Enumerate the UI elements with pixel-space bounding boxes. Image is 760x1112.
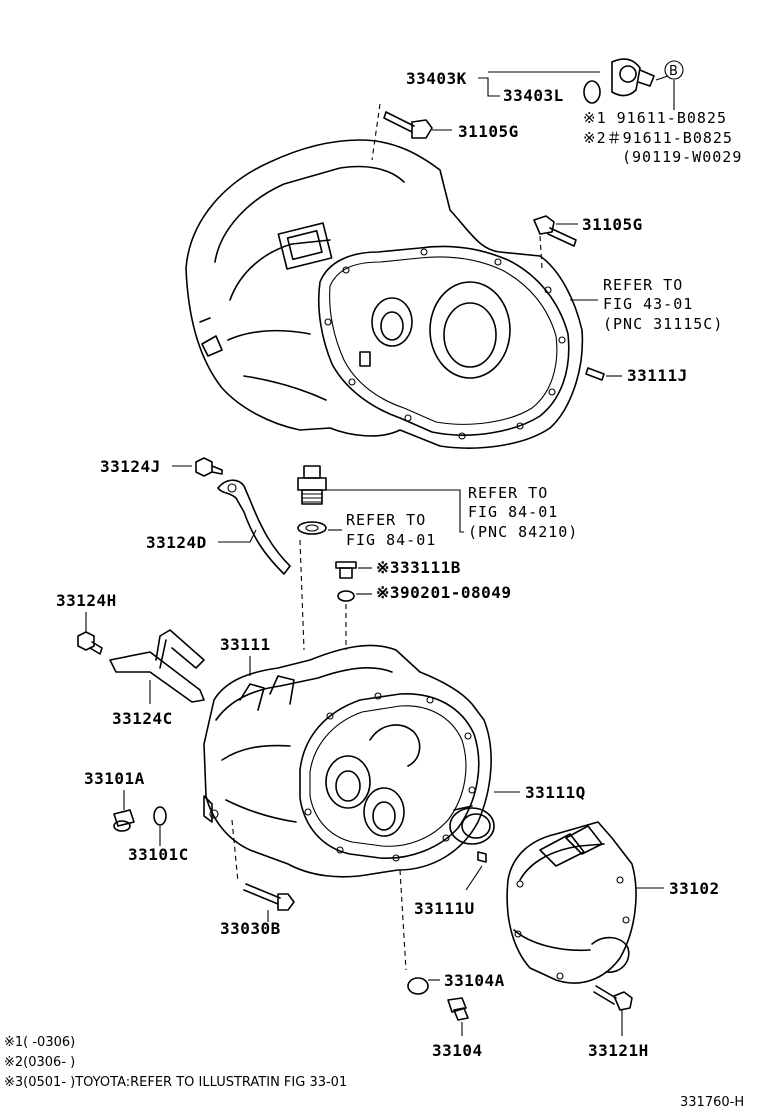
label-33111B[interactable]: ※333111B: [376, 558, 461, 577]
label-33403K[interactable]: 33403K: [406, 69, 467, 88]
bolt-33030B[interactable]: [243, 883, 295, 911]
part-33111J[interactable]: [585, 367, 605, 381]
ref-fig43-line3: (PNC 31115C): [603, 315, 723, 333]
ref-fig84b-line1: REFER TO: [346, 511, 426, 529]
bolt-33124J[interactable]: [195, 457, 223, 477]
ref-fig84b-line2: FIG 84-01: [346, 531, 436, 549]
footnote-2: ※2(0306- ): [4, 1055, 75, 1070]
label-33101C[interactable]: 33101C: [128, 845, 189, 864]
label-33111[interactable]: 33111: [220, 635, 271, 654]
part-33111B[interactable]: [335, 561, 357, 579]
ref-fig43-line2: FIG 43-01: [603, 295, 693, 313]
label-33124C[interactable]: 33124C: [112, 709, 173, 728]
part-33403L[interactable]: [583, 80, 601, 104]
ref-fig43: REFER TO FIG 43-01 (PNC 31115C): [570, 276, 723, 333]
label-390201-08049[interactable]: ※390201-08049: [376, 583, 512, 602]
label-33124D[interactable]: 33124D: [146, 533, 207, 552]
part-33102[interactable]: [506, 821, 637, 984]
footnote-1: ※1( -0306): [4, 1035, 75, 1050]
footnote-3: ※3(0501- )TOYOTA:REFER TO ILLUSTRATIN FI…: [4, 1075, 347, 1090]
label-33102[interactable]: 33102: [669, 879, 720, 898]
label-31105G-right[interactable]: 31105G: [582, 215, 643, 234]
label-33030B[interactable]: 33030B: [220, 919, 281, 938]
part-33101C[interactable]: [153, 806, 167, 826]
part-390201-08049[interactable]: [337, 590, 355, 602]
callout-33403: 33403K 33403L B ※1 91611-B0825 ※2＃91611-…: [406, 58, 742, 166]
label-33124H[interactable]: 33124H: [56, 591, 117, 610]
label-33111U[interactable]: 33111U: [414, 899, 475, 918]
label-33403L[interactable]: 33403L: [503, 86, 564, 105]
diagram-id: 331760-H: [680, 1095, 744, 1110]
label-33104[interactable]: 33104: [432, 1041, 483, 1060]
label-33124J[interactable]: 33124J: [100, 457, 161, 476]
label-31105G-top[interactable]: 31105G: [458, 122, 519, 141]
bolt-31105G-right[interactable]: [533, 215, 577, 269]
ref-fig84a-line2: FIG 84-01: [468, 503, 558, 521]
part-33104[interactable]: [447, 997, 469, 1021]
part-33124D[interactable]: [217, 479, 291, 575]
part-33104A[interactable]: [407, 977, 429, 995]
part-33111U[interactable]: [477, 851, 487, 863]
ref-b-line2: ※2＃91611-B0825: [583, 129, 733, 147]
part-washer[interactable]: [297, 521, 327, 535]
ref-b-line3: (90119-W0029: [622, 148, 742, 166]
ref-fig43-line1: REFER TO: [603, 276, 683, 294]
circle-b-letter: B: [669, 64, 678, 79]
label-33111Q[interactable]: 33111Q: [525, 783, 586, 802]
part-33101A[interactable]: [113, 809, 135, 832]
part-main-housing-33111[interactable]: [203, 644, 492, 878]
part-upper-housing[interactable]: [185, 139, 584, 449]
bolt-33121H[interactable]: [593, 985, 633, 1011]
part-33124C[interactable]: [109, 629, 205, 703]
ref-b-line1: ※1 91611-B0825: [583, 109, 727, 127]
part-33403K[interactable]: [611, 58, 655, 97]
label-33111J[interactable]: 33111J: [627, 366, 688, 385]
bolt-33124H[interactable]: [77, 631, 103, 655]
ref-fig84a-line3: (PNC 84210): [468, 523, 578, 541]
circle-b-marker: [664, 60, 684, 80]
part-speed-sensor[interactable]: [297, 465, 327, 505]
label-33121H[interactable]: 33121H: [588, 1041, 649, 1060]
label-33104A[interactable]: 33104A: [444, 971, 505, 990]
bolt-31105G-top[interactable]: [371, 103, 433, 161]
ref-fig84a-line1: REFER TO: [468, 484, 548, 502]
label-33101A[interactable]: 33101A: [84, 769, 145, 788]
part-33111Q[interactable]: [449, 805, 495, 845]
